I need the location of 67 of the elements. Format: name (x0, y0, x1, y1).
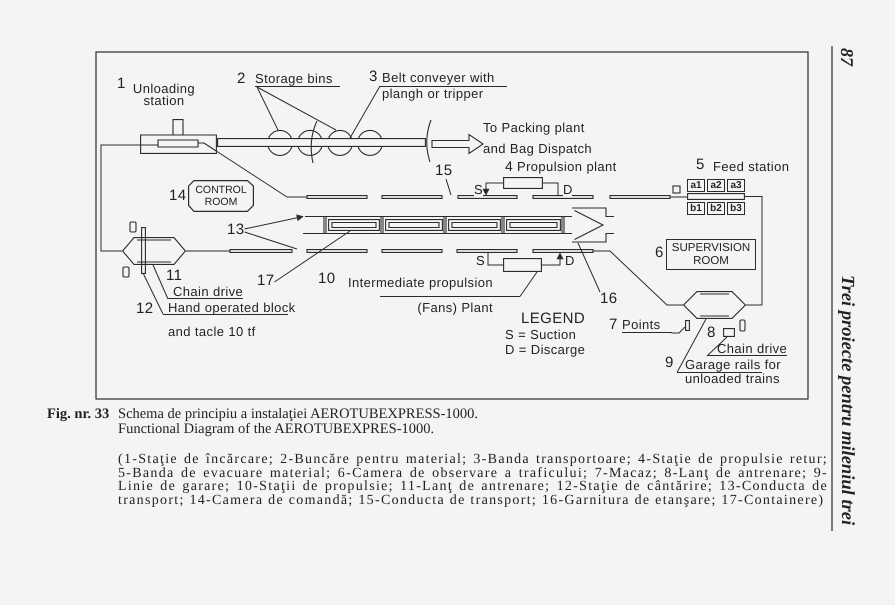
callout-number: 15 (435, 163, 452, 179)
leader-line (706, 336, 728, 356)
callout-label: Chain drive (707, 342, 788, 356)
callout-label: Storage bins (255, 72, 340, 87)
port-letter: D (565, 254, 574, 268)
callout-number: 4 (505, 159, 514, 174)
slot-box: a1 (687, 179, 705, 192)
callout-number: 13 (227, 221, 244, 238)
running-header: Trei proiecte pentru mileniul trei (838, 275, 856, 526)
callout-number: 1 (117, 76, 126, 92)
leader-line (446, 178, 452, 196)
leader-line (244, 232, 298, 250)
pipe-connector (488, 252, 504, 266)
destination-label: To Packing plant and Bag Dispatch (483, 117, 601, 159)
callout-number: 10 (318, 271, 336, 287)
leader-line (256, 86, 336, 130)
pipe-connector (542, 252, 564, 266)
track-line (670, 196, 688, 198)
callout-number: 8 (707, 325, 716, 340)
leader-line (520, 272, 538, 297)
figure-key-text: (1-Staţie de încărcare; 2-Buncăre pentru material; 3-Banda transportoare; 4-Staţie de propulsie retur; 5-Banda de evacuare material; 6-Camera de observare a traficului; 7-Macaz; 8-Lanţ de antrenare; 9-Linie de garare; 10-Staţii de propulsie; 11-Lanţ de antrenare; 12-Staţie de cântărire; 13-Conducta de transport; 14-Camera de comandă; 15-Conducta de transport; 16-Garnitura de etanşare; 17-Containere) (118, 453, 828, 508)
callout-number: 9 (665, 355, 674, 371)
leader-line (256, 86, 278, 130)
callout-number: 2 (237, 71, 246, 87)
slot-box: a3 (727, 179, 745, 192)
callout-number: 17 (257, 272, 274, 289)
track-line (744, 196, 762, 306)
callout-number: 3 (369, 69, 378, 85)
figure-caption: Schema de principiu a instalaţiei AEROTUBEXPRESS-1000. Functional Diagram of the AEROTUBEXPRES-1000. (118, 407, 480, 436)
callout-number: 5 (696, 157, 705, 173)
callout-number: 11 (166, 268, 182, 284)
callout-label: Belt conveyer with plangh or tripper (380, 70, 507, 102)
legend-entry: S = Suction (505, 328, 576, 342)
pipe-connector (482, 182, 504, 196)
slot-box: b3 (727, 202, 745, 215)
leader-line (578, 242, 600, 292)
track-line (216, 151, 308, 198)
callout-number: 14 (169, 188, 186, 204)
callout-number: 12 (136, 301, 154, 317)
leader-line (671, 326, 686, 334)
room-box: SUPERVISION ROOM (666, 239, 756, 270)
leader-line (143, 274, 164, 314)
leader-line (350, 86, 380, 138)
track-line (186, 250, 230, 252)
slot-box: a2 (707, 179, 725, 192)
callout-label: Points (622, 318, 672, 333)
hollow-arrow (431, 133, 484, 155)
callout-number: 7 (609, 317, 618, 333)
figure-number: Fig. nr. 33 (47, 407, 110, 422)
track-line (100, 144, 140, 252)
callout-number: 16 (600, 290, 618, 307)
port-letter: D (563, 183, 572, 197)
slot-box: b1 (687, 202, 705, 215)
legend-heading: LEGEND (521, 311, 586, 327)
pipe-connector (542, 182, 558, 196)
legend-entry: D = Discarge (505, 343, 586, 357)
slot-box: b2 (707, 202, 725, 215)
part-label: Propulsion plant (517, 160, 617, 174)
part-label: Feed station (713, 160, 790, 174)
part-label: Unloading station (132, 83, 196, 107)
port-letter: S (474, 183, 483, 197)
leader-line (274, 230, 350, 282)
leader-line (244, 214, 304, 230)
port-letter: S (476, 254, 485, 268)
page-number: 87 (838, 48, 856, 66)
track-line (592, 250, 684, 306)
callout-number: 6 (655, 245, 664, 261)
